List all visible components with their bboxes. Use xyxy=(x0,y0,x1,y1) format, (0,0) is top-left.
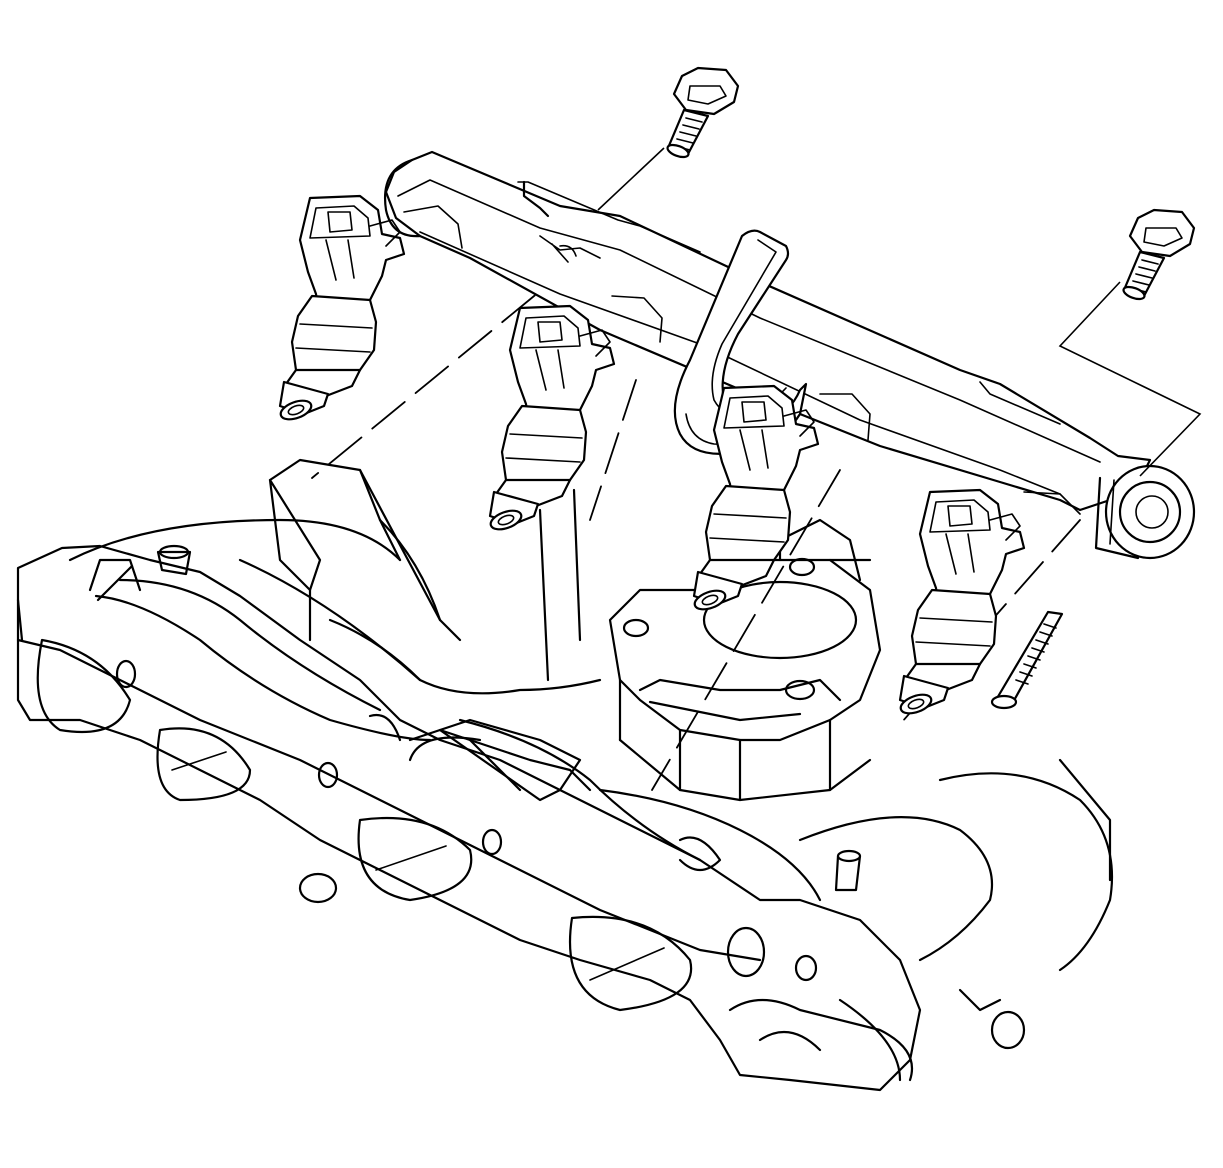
fuel-rail xyxy=(384,150,1196,560)
fuel-rail-bolt-1 xyxy=(664,66,740,161)
fuel-injector-2 xyxy=(487,304,616,535)
fuel-rail-bolt-2 xyxy=(1120,208,1196,303)
manifold-stud xyxy=(990,610,1064,710)
fuel-injector-1 xyxy=(277,194,406,425)
injector-rail-necks xyxy=(403,205,1081,515)
bolt-leader-lines xyxy=(597,147,1202,477)
intake-manifold xyxy=(16,458,1114,1092)
